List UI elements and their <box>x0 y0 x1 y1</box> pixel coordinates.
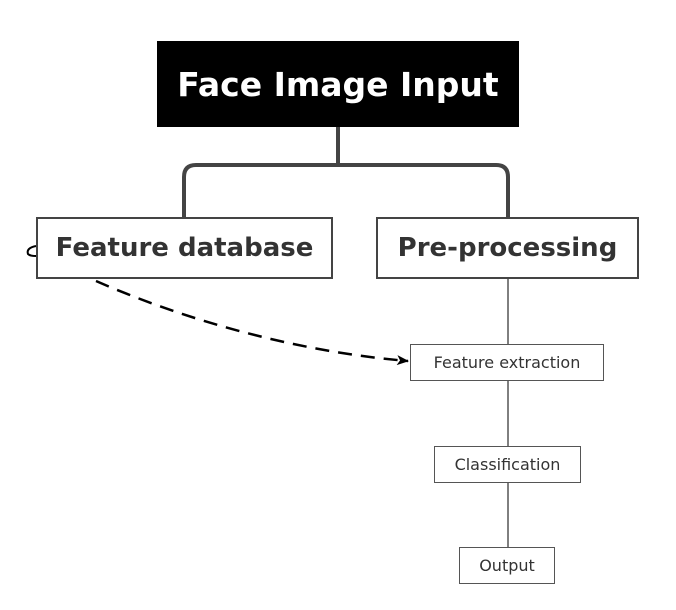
dashed-arrow <box>95 279 409 366</box>
face-image-input-node: Face Image Input <box>157 41 519 127</box>
face-image-input-label: Face Image Input <box>177 64 499 104</box>
feature-extraction-label: Feature extraction <box>433 353 581 372</box>
feature-database-stub <box>26 245 37 257</box>
output-label: Output <box>479 556 535 575</box>
classification-node: Classification <box>434 446 581 483</box>
feature-database-node: Feature database <box>36 217 333 279</box>
pre-processing-node: Pre-processing <box>376 217 639 279</box>
classification-label: Classification <box>454 455 561 474</box>
feature-database-label: Feature database <box>55 233 314 263</box>
feature-extraction-node: Feature extraction <box>410 344 604 381</box>
tree-connector <box>182 127 510 217</box>
pre-processing-label: Pre-processing <box>397 233 618 263</box>
output-node: Output <box>459 547 555 584</box>
